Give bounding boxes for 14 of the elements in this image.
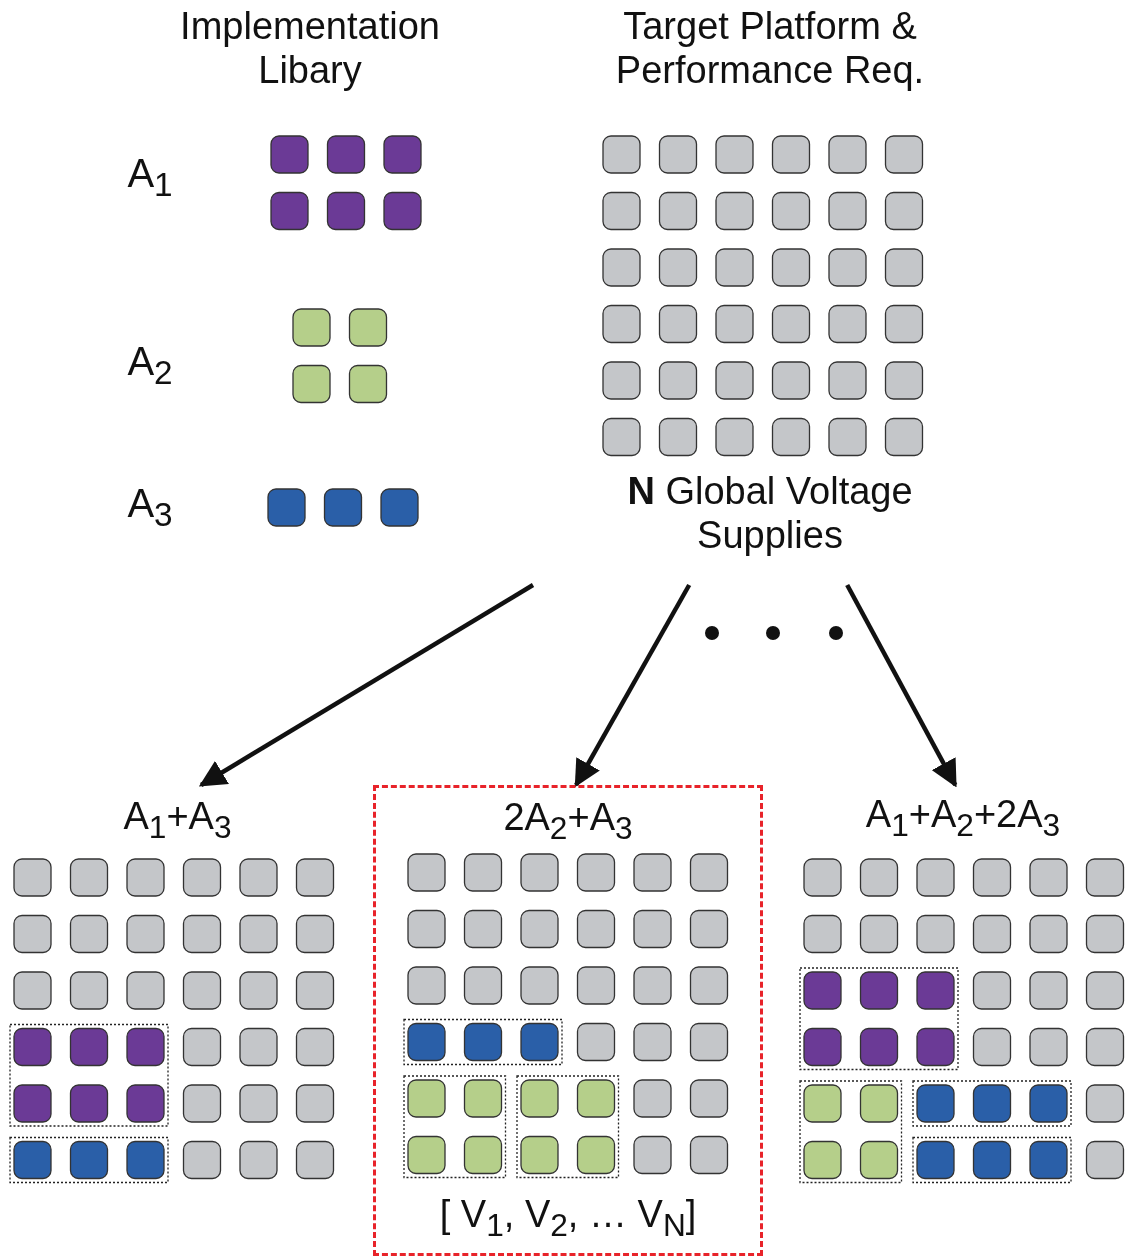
heading-label: Implementation Libary (179, 5, 441, 93)
highlight-frame (373, 785, 763, 1256)
caption-text: A$_{1}$+A$_{3}$ (122, 795, 233, 845)
arrow (198, 583, 535, 787)
arrow (574, 583, 692, 788)
variant-label: A$_{2}$ (126, 338, 174, 393)
caption-text: A$_{1}$+A$_{2}$+2A$_{3}$ (864, 793, 1062, 843)
caption-text: N Global Voltage Supplies (626, 470, 914, 558)
caption-text: [ V$_{1}$, V$_{2}$, … V$_{N}$] (438, 1193, 698, 1243)
variant-label: A$_{1}$ (126, 150, 174, 205)
arrow (845, 583, 958, 788)
variant-label: A$_{3}$ (126, 480, 174, 535)
caption-text: Target Platform & Performance Req. (614, 5, 926, 93)
caption-text: 2A$_{2}$+A$_{3}$ (502, 796, 634, 846)
